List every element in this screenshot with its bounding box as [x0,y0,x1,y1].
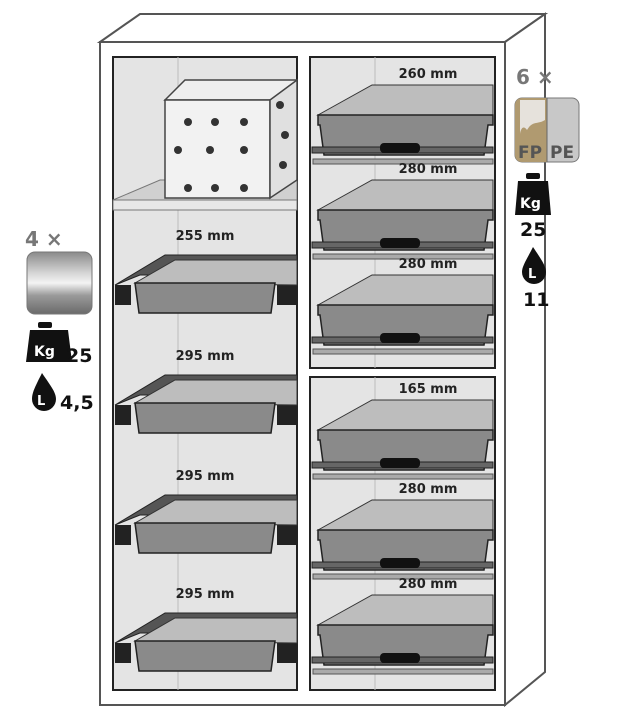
vent-hole [184,184,192,192]
shelf-with-box [112,78,298,211]
right-count: 6 × [516,65,554,89]
right-tray: 280 mm [311,257,494,355]
svg-text:FP: FP [518,143,542,163]
tray-height-label: 295 mm [176,469,235,484]
vent-hole [206,146,214,154]
steel-material-icon [26,251,93,315]
vent-hole [240,146,248,154]
left-tray: 295 mm [114,349,298,434]
left-tray: 295 mm [114,587,298,672]
svg-text:Kg: Kg [34,344,55,360]
vent-hole [276,101,284,109]
right-tray: 280 mm [311,577,494,675]
svg-text:Kg: Kg [520,196,541,212]
vent-hole [174,146,182,154]
svg-text:L: L [37,394,45,409]
left-tray: 295 mm [114,469,298,554]
left-legend: 4 × Kg 25 L 4,5 [25,227,94,414]
volume-drop-icon: L [522,247,546,284]
vent-hole [211,184,219,192]
left-tray: 255 mm [114,229,298,314]
tray-height-label: 255 mm [176,229,235,244]
right-legend: 6 × FP PE Kg 25 L 11 [514,65,580,311]
vent-hole [279,161,287,169]
weight-icon: Kg [515,173,551,215]
tray-height-label: 295 mm [176,587,235,602]
tray-height-label: 165 mm [399,382,458,397]
tray-height-label: 280 mm [399,577,458,592]
right-tray: 260 mm [311,67,494,165]
tray-height-label: 260 mm [399,67,458,82]
tray-height-label: 280 mm [399,257,458,272]
vent-hole [240,184,248,192]
tray-height-label: 280 mm [399,482,458,497]
vent-hole [211,118,219,126]
tray-height-label: 295 mm [176,349,235,364]
weight-icon: Kg [26,322,72,362]
right-weight: 25 [520,219,546,241]
svg-text:PE: PE [550,143,574,163]
left-count: 4 × [25,227,63,251]
right-tray: 280 mm [311,162,494,260]
svg-text:L: L [528,267,536,282]
vent-hole [184,118,192,126]
right-tray: 280 mm [311,482,494,580]
vent-hole [281,131,289,139]
fp-pe-material-icon: FP PE [514,97,580,163]
left-volume: 4,5 [60,392,94,414]
left-weight: 25 [66,345,92,367]
vent-hole [240,118,248,126]
right-volume: 11 [523,289,549,311]
tray-height-label: 280 mm [399,162,458,177]
right-tray: 165 mm [311,382,494,480]
volume-drop-icon: L [32,373,56,411]
